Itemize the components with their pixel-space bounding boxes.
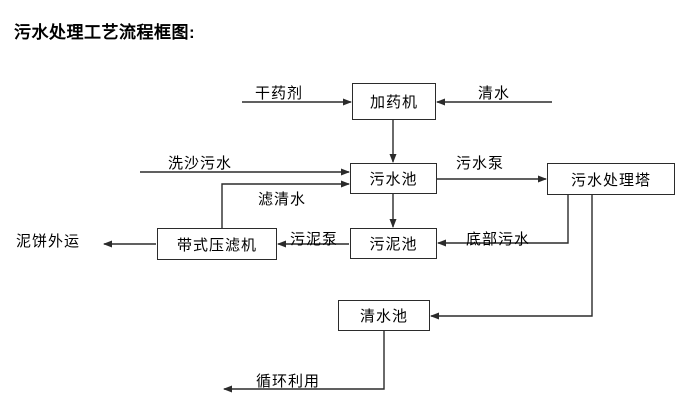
node-label-sewage-treatment-tower: 污水处理塔 bbox=[570, 171, 651, 189]
edge-label-sewage-pump: 污水泵 bbox=[456, 155, 505, 172]
node-belt-filter-press[interactable]: 带式压滤机 bbox=[157, 228, 277, 260]
edge-label-recycling-reuse: 循环利用 bbox=[256, 373, 321, 390]
node-clear-water-pool[interactable]: 清水池 bbox=[338, 300, 430, 331]
node-dosing-machine[interactable]: 加药机 bbox=[352, 83, 436, 120]
node-sewage-treatment-tower[interactable]: 污水处理塔 bbox=[547, 163, 675, 195]
node-sewage-pool[interactable]: 污水池 bbox=[350, 163, 437, 194]
node-label-clear-water-pool: 清水池 bbox=[359, 308, 408, 325]
node-label-belt-filter-press: 带式压滤机 bbox=[176, 236, 257, 254]
page-title: 污水处理工艺流程框图: bbox=[14, 23, 196, 42]
wire-filtered-water-to-sewage-pool bbox=[221, 180, 350, 228]
edge-label-sludge-pump: 污泥泵 bbox=[290, 231, 339, 248]
node-label-sewage-pool: 污水池 bbox=[369, 171, 418, 188]
edge-label-dry-chemical: 干药剂 bbox=[255, 85, 304, 102]
node-label-sludge-pool: 污泥池 bbox=[369, 236, 418, 253]
node-sludge-pool[interactable]: 污泥池 bbox=[350, 228, 437, 259]
edge-label-sand-wash-sewage: 洗沙污水 bbox=[168, 155, 233, 172]
wire-clear-water-pool-to-recycling bbox=[223, 331, 385, 393]
edge-label-bottom-sewage: 底部污水 bbox=[466, 231, 531, 248]
edge-label-mud-cake-transport: 泥饼外运 bbox=[16, 233, 81, 250]
node-label-dosing-machine: 加药机 bbox=[369, 94, 418, 111]
edge-label-filtered-clear-water: 滤清水 bbox=[258, 191, 307, 208]
wire-tower-to-sludge-pool bbox=[437, 195, 569, 247]
edge-label-clean-water-input: 清水 bbox=[478, 85, 511, 102]
wire-tower-to-clear-water-pool bbox=[430, 195, 593, 320]
